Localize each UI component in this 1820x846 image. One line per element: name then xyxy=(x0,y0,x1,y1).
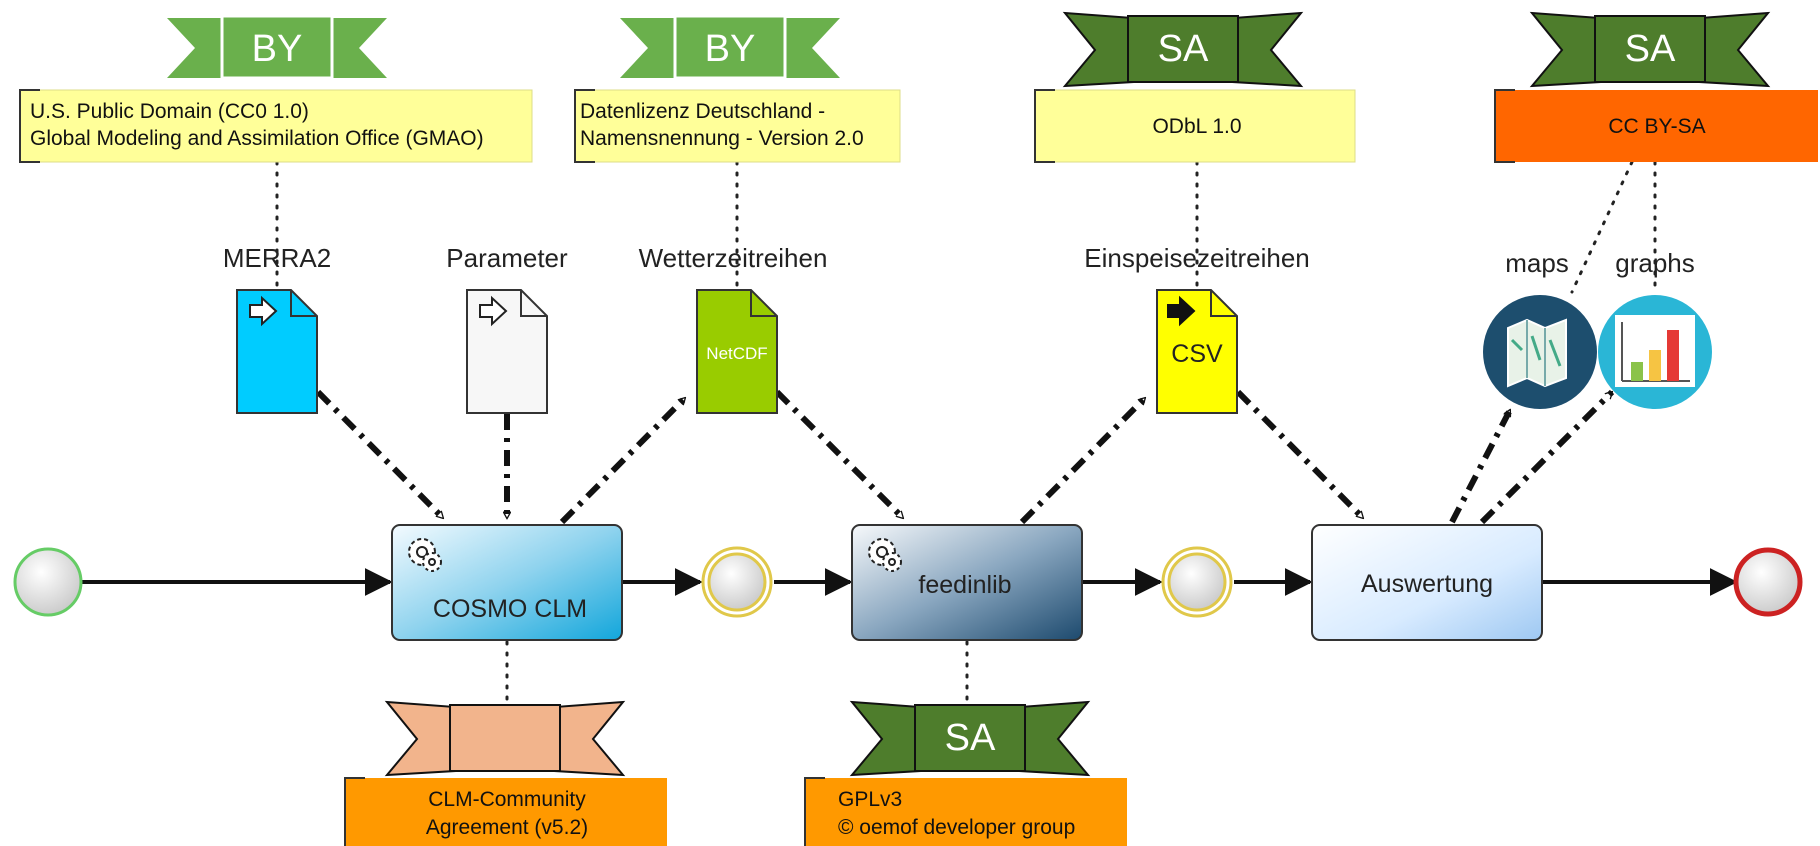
license-einspeise: ODbL 1.0 xyxy=(1034,89,1356,163)
license-results: CC BY-SA xyxy=(1494,89,1818,163)
license-results-line1: CC BY-SA xyxy=(1608,115,1705,138)
association-maps-license xyxy=(1570,160,1634,294)
task-feedinlib: feedinlib xyxy=(851,524,1083,641)
ribbon-badge-results: SA xyxy=(1529,11,1771,88)
flow-auswertung-to-graphs xyxy=(1479,389,1615,525)
output-arrow-icon xyxy=(1167,295,1196,327)
license-wetter-line1: Datenlizenz Deutschland - xyxy=(580,100,825,123)
data-associations xyxy=(315,389,1615,525)
flow-auswertung-to-maps xyxy=(1449,410,1513,524)
flow-einspeise-to-auswertung xyxy=(1235,389,1366,521)
data-label-wetter: Wetterzeitreihen xyxy=(639,243,828,273)
data-object-einspeisezeitreihen: Einspeisezeitreihen CSV xyxy=(1084,243,1310,414)
license-cosmo-line1: CLM-Community xyxy=(428,788,586,811)
task-auswertung: Auswertung xyxy=(1311,524,1543,641)
input-arrow-icon xyxy=(249,295,278,327)
intermediate-event-2 xyxy=(1161,546,1233,618)
task-cosmo-clm: COSMO CLM xyxy=(391,524,623,641)
gear-icon xyxy=(408,538,442,572)
badge-sa: SA xyxy=(1625,28,1676,70)
data-label-maps: maps xyxy=(1505,248,1569,278)
license-merra2-line1: U.S. Public Domain (CC0 1.0) xyxy=(30,100,309,123)
file-type-netcdf: NetCDF xyxy=(706,344,767,363)
output-maps: maps xyxy=(1483,248,1597,409)
license-associations xyxy=(275,160,1657,710)
ribbon-badge-feedinlib: SA xyxy=(849,700,1091,777)
badge-by: BY xyxy=(705,28,756,70)
flow-feedinlib-to-einspeise xyxy=(1019,395,1148,525)
end-event xyxy=(1733,547,1803,617)
license-merra2: U.S. Public Domain (CC0 1.0) Global Mode… xyxy=(19,89,533,163)
intermediate-event-1 xyxy=(701,546,773,618)
output-graphs: graphs xyxy=(1598,248,1712,409)
license-cosmo: CLM-Community Agreement (v5.2) xyxy=(344,777,667,846)
data-label-graphs: graphs xyxy=(1615,248,1695,278)
data-object-merra2: MERRA2 xyxy=(223,243,331,414)
data-object-wetterzeitreihen: Wetterzeitreihen NetCDF xyxy=(639,243,828,414)
data-object-parameter: Parameter xyxy=(446,243,568,414)
license-feedinlib: GPLv3 © oemof developer group xyxy=(804,777,1127,846)
ribbon-badge-einspeise: SA xyxy=(1062,11,1304,88)
license-feedinlib-line1: GPLv3 xyxy=(838,788,902,811)
ribbon-badge-cosmo xyxy=(384,700,626,777)
license-cosmo-line2: Agreement (v5.2) xyxy=(426,816,588,839)
task-label-auswertung: Auswertung xyxy=(1361,570,1493,598)
file-type-csv: CSV xyxy=(1171,340,1223,368)
license-wetter: Datenlizenz Deutschland - Namensnennung … xyxy=(574,89,901,163)
gear-icon xyxy=(868,538,902,572)
license-feedinlib-line2: © oemof developer group xyxy=(838,816,1075,839)
badge-sa: SA xyxy=(1158,28,1209,70)
license-einspeise-line1: ODbL 1.0 xyxy=(1152,115,1241,138)
map-icon xyxy=(1507,318,1567,388)
data-label-merra2: MERRA2 xyxy=(223,243,331,273)
flow-merra2-to-cosmo xyxy=(315,389,446,521)
data-label-parameter: Parameter xyxy=(446,243,568,273)
badge-sa: SA xyxy=(945,717,996,759)
license-wetter-line2: Namensnennung - Version 2.0 xyxy=(580,127,864,150)
data-label-einspeise: Einspeisezeitreihen xyxy=(1084,243,1309,273)
ribbon-badge-wetter: BY xyxy=(620,14,840,80)
flow-cosmo-to-wetter xyxy=(559,395,688,525)
flow-wetter-to-feedinlib xyxy=(774,389,906,521)
task-label-feedinlib: feedinlib xyxy=(918,571,1011,599)
badge-by: BY xyxy=(252,28,303,70)
ribbon-badge-merra2: BY xyxy=(167,14,387,80)
input-arrow-icon xyxy=(479,295,508,327)
license-merra2-line2: Global Modeling and Assimilation Office … xyxy=(30,127,484,150)
start-event xyxy=(13,547,83,617)
task-label-cosmo: COSMO CLM xyxy=(433,595,587,623)
bar-chart-icon xyxy=(1615,315,1695,387)
